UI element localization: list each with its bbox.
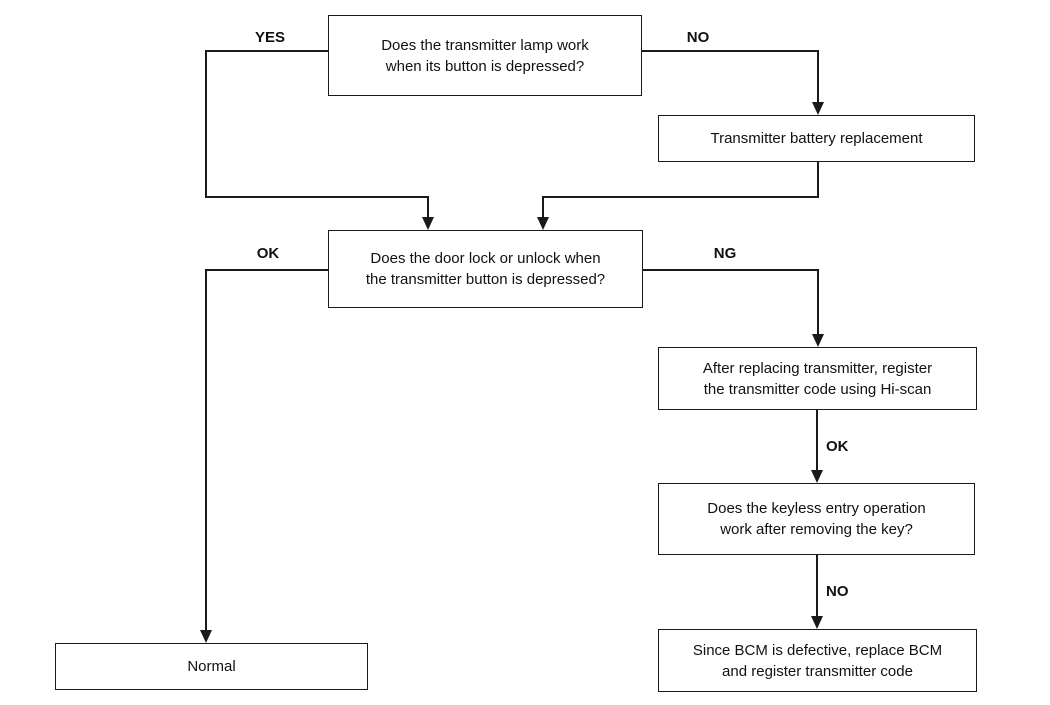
node-q-keyless-entry: Does the keyless entry operation work af… — [658, 483, 975, 555]
node-text-line: the transmitter code using Hi-scan — [703, 380, 932, 398]
arrowhead-into-normal — [200, 630, 212, 643]
node-normal: Normal — [55, 643, 368, 690]
node-text-line: the transmitter button is depressed? — [365, 271, 606, 288]
node-replace-bcm: Since BCM is defective, replace BCM and … — [658, 629, 977, 692]
edge-no-horizontal — [642, 50, 819, 52]
edge-yes-vertical — [205, 50, 207, 198]
node-text-line: work after removing the key? — [720, 521, 913, 538]
arrowhead-into-replace-bcm — [811, 616, 823, 629]
arrowhead-into-door-lock-left — [422, 217, 434, 230]
node-q-transmitter-lamp: Does the transmitter lamp work when its … — [328, 15, 642, 96]
node-register-code: After replacing transmitter, register th… — [658, 347, 977, 410]
edge-ok-horizontal — [205, 269, 329, 271]
node-text-line: Does the transmitter lamp work — [381, 36, 589, 54]
edge-label-ok-left: OK — [256, 245, 280, 262]
edge-yes-drop-line — [427, 196, 429, 218]
edge-no-keyless-line — [816, 555, 818, 617]
node-text-line: Since BCM is defective, replace BCM — [692, 641, 943, 659]
edge-battery-drop-line — [542, 196, 544, 218]
arrowhead-into-keyless-entry — [811, 470, 823, 483]
node-q-door-lock: Does the door lock or unlock when the tr… — [328, 230, 643, 308]
node-text-line: Does the keyless entry operation — [707, 500, 926, 517]
edge-battery-return-horizontal — [542, 196, 819, 198]
edge-ok-vertical-long — [205, 269, 207, 631]
node-text-line: and register transmitter code — [722, 662, 913, 680]
arrowhead-into-door-lock-right — [537, 217, 549, 230]
edge-ok-register-line — [816, 410, 818, 471]
edge-yes-converge-horizontal — [205, 196, 429, 198]
edge-label-ng: NG — [713, 245, 737, 262]
node-battery-replacement: Transmitter battery replacement — [658, 115, 975, 162]
edge-battery-down-line — [817, 162, 819, 198]
edge-ng-drop-line — [817, 269, 819, 335]
node-text-line: Does the door lock or unlock when — [370, 250, 601, 267]
node-text-line: Normal — [187, 658, 236, 675]
edge-label-ok-register: OK — [826, 438, 849, 455]
arrowhead-into-battery — [812, 102, 824, 115]
arrowhead-into-register-code — [812, 334, 824, 347]
node-text-line: when its button is depressed? — [385, 57, 585, 75]
node-text-line: After replacing transmitter, register — [702, 359, 933, 377]
edge-ng-horizontal — [642, 269, 819, 271]
node-text-line: Transmitter battery replacement — [710, 130, 923, 147]
edge-label-no-top: NO — [686, 29, 710, 46]
edge-label-no-keyless: NO — [826, 583, 849, 600]
edge-yes-horizontal — [205, 50, 329, 52]
edge-label-yes: YES — [254, 29, 285, 46]
edge-no-drop-line — [817, 50, 819, 103]
